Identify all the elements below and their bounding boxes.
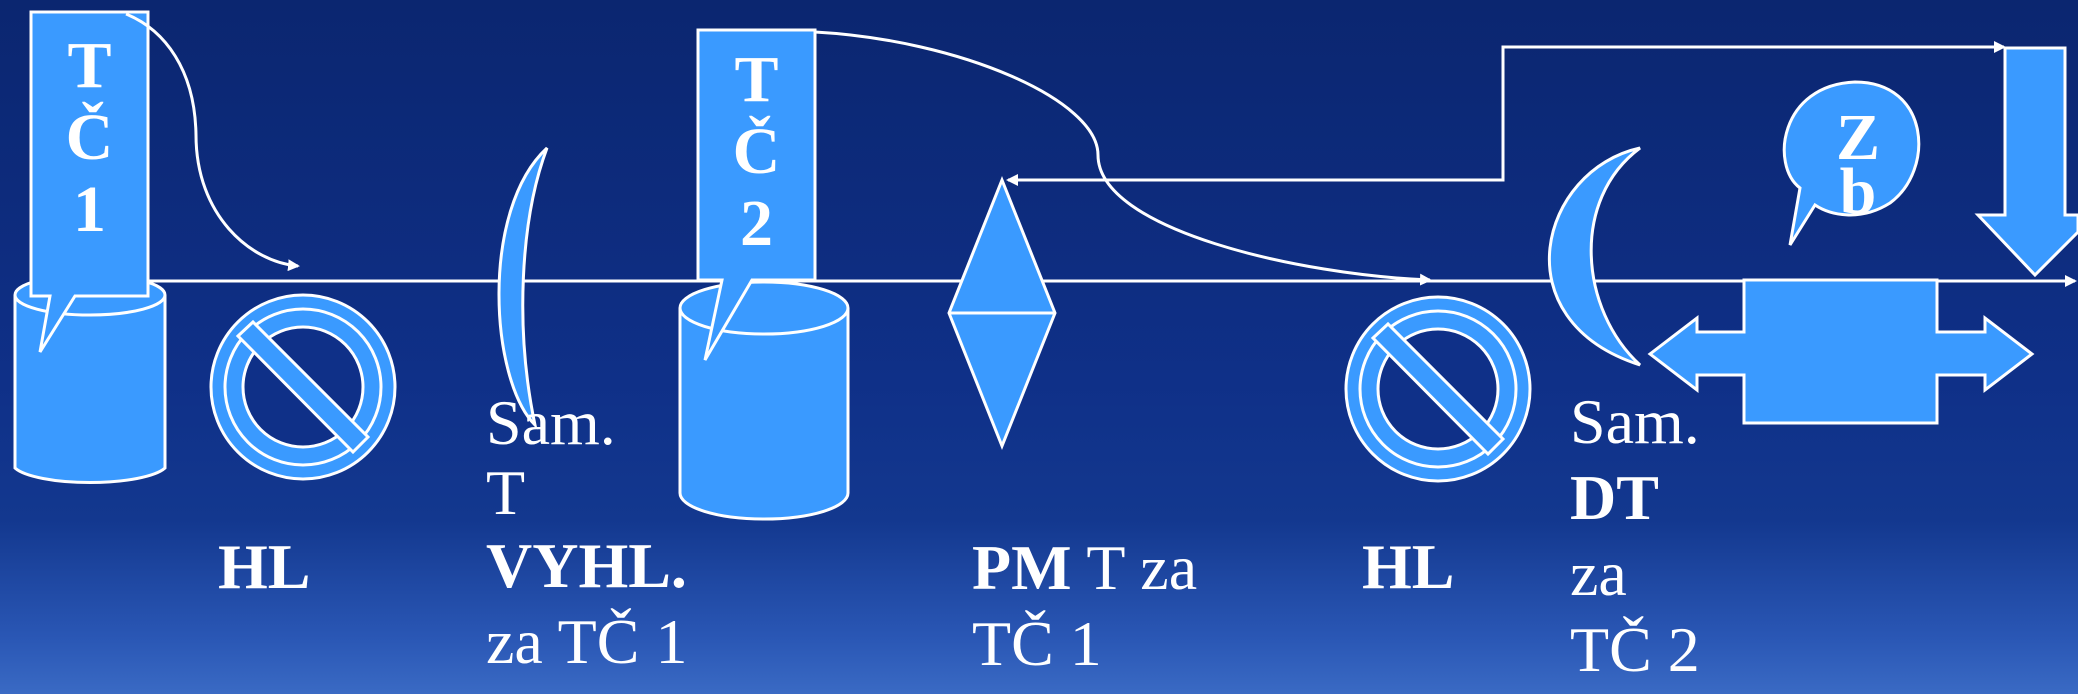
callout-tc1-line2: Č xyxy=(65,101,114,174)
prohibit-sign-1-icon xyxy=(209,293,397,481)
lens-1-icon xyxy=(497,146,549,430)
sam-dt-line2: DT xyxy=(1570,462,1659,533)
hl-left-label: HL xyxy=(218,526,310,608)
tank-2-icon xyxy=(678,280,850,521)
sam-dt-line3: za xyxy=(1570,538,1627,609)
prohibit-sign-2-icon xyxy=(1344,295,1532,483)
callout-zb-shape xyxy=(1782,80,1921,246)
sam-t-vyhl-line3: VYHL. xyxy=(486,530,687,601)
callout-tc1-line1: T xyxy=(67,29,112,102)
pm-label: PM T za TČ 1 xyxy=(972,527,1197,679)
pm-bold: PM xyxy=(972,532,1072,603)
callout-zb-line1: Z xyxy=(1835,101,1881,174)
diamond-icon xyxy=(947,175,1057,451)
callout-tc2-shape xyxy=(696,28,817,361)
sam-dt-line1: Sam. xyxy=(1570,386,1700,457)
hl-right-text: HL xyxy=(1362,531,1455,602)
sam-dt-line4: TČ 2 xyxy=(1570,614,1700,685)
callout-tc2-line2: Č xyxy=(732,115,781,188)
callout-zb-line2: b xyxy=(1839,155,1877,228)
callout-tc1: T Č 1 xyxy=(31,30,148,246)
curve-tc2-to-hl xyxy=(814,30,1432,286)
sam-t-vyhl-label: Sam. T VYHL. za TČ 1 xyxy=(486,388,687,680)
crescent-icon xyxy=(1547,146,1642,367)
callout-tc1-line3: 1 xyxy=(73,173,106,246)
curve-tc1-to-hl xyxy=(125,12,300,272)
hl-left-text: HL xyxy=(218,531,311,602)
sam-dt-label: Sam. DT za TČ 2 xyxy=(1570,384,1700,688)
pm-line1: PM T za xyxy=(972,527,1197,609)
sam-t-vyhl-line1: Sam. xyxy=(486,387,616,458)
callout-tc2-line3: 2 xyxy=(740,187,773,260)
pm-line2: TČ 1 xyxy=(972,608,1102,679)
sam-t-vyhl-line4: za TČ 1 xyxy=(486,606,688,677)
hl-right-label: HL xyxy=(1362,526,1454,608)
left-right-arrow-icon xyxy=(1647,278,2035,425)
callout-tc1-shape xyxy=(29,10,150,353)
down-arrow-icon xyxy=(1974,46,2078,278)
sam-t-vyhl-line2: T xyxy=(486,457,526,528)
callout-tc2: T Č 2 xyxy=(698,44,815,260)
tank-1-icon xyxy=(13,273,167,485)
callout-zb: Z b xyxy=(1808,100,1908,230)
callout-tc2-line1: T xyxy=(734,43,779,116)
pm-rest: T za xyxy=(1071,532,1198,603)
